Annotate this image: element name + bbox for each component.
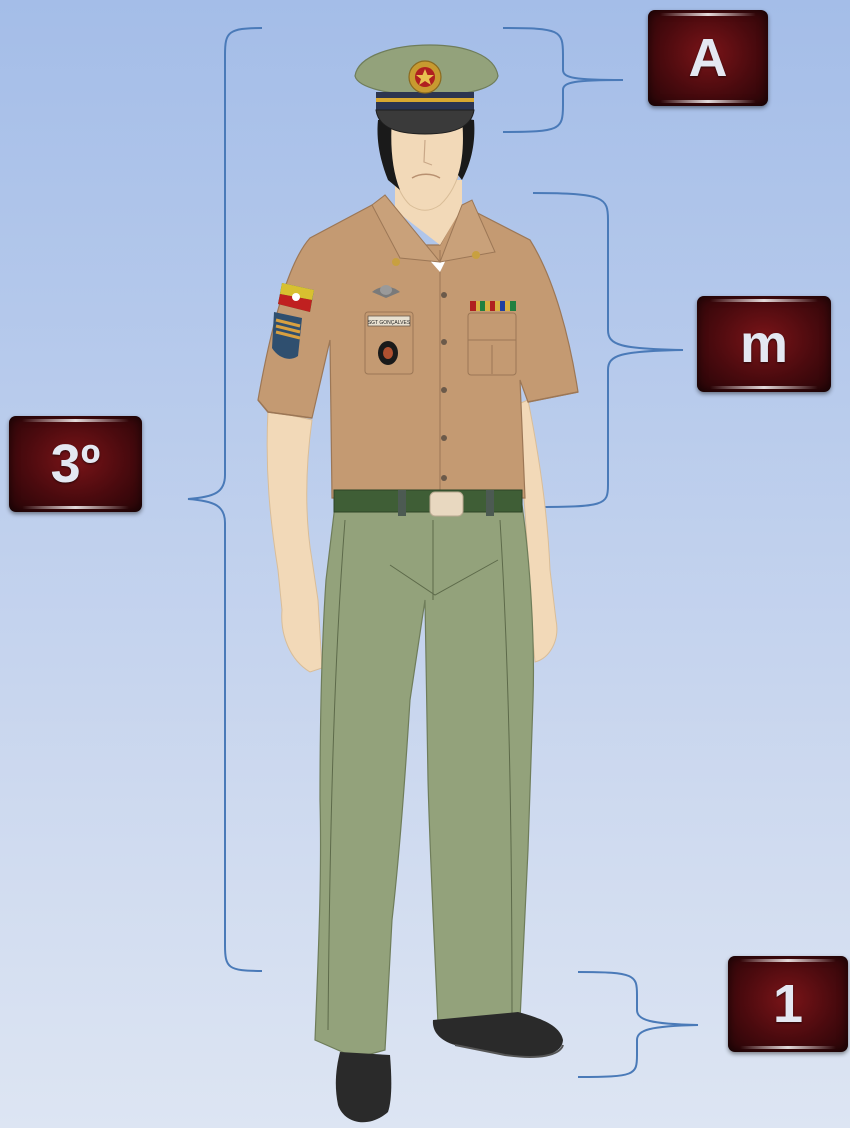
label-cap-text: A [688, 28, 728, 88]
belt-keeper-left [398, 490, 406, 516]
bracket-full-uniform [187, 27, 263, 972]
cap-gold-cord [376, 98, 474, 102]
belt [333, 489, 523, 513]
left-shoe [335, 1052, 392, 1123]
label-box-shoes: 1 [728, 956, 848, 1052]
label-box-cap: A [648, 10, 768, 106]
cap-visor [375, 109, 475, 135]
right-shoe [432, 1012, 563, 1057]
trousers [314, 504, 535, 1059]
face-nose [423, 139, 433, 166]
left-arm [266, 409, 323, 673]
trouser-crease-right [499, 519, 513, 1016]
left-collar-insignia [392, 258, 400, 266]
right-pocket [467, 312, 517, 376]
right-pocket-flap [468, 339, 516, 374]
state-flag-patch-icon [278, 283, 314, 312]
bracket-cap [502, 27, 624, 133]
shirt [257, 204, 579, 499]
label-box-full-uniform: 3º [9, 416, 142, 512]
parachute-wings-icon [372, 285, 400, 298]
belt-keeper-right [486, 490, 494, 516]
name-tag-text: SGT GONÇALVES [368, 320, 411, 326]
ribbon-bar-icon [470, 301, 516, 311]
label-shirt-text: m [739, 314, 788, 374]
hair-right [458, 118, 475, 180]
right-collar [439, 199, 496, 263]
unit-emblem-icon [378, 341, 398, 365]
name-tag [367, 315, 411, 327]
left-sleeve-edge [257, 399, 313, 419]
bracket-shirt [532, 192, 684, 508]
right-collar-insignia [472, 251, 480, 259]
soldier-figure: SGT GONÇALVES [257, 44, 579, 1123]
right-shoe-sole [454, 1044, 564, 1058]
bracket-shoes [577, 971, 699, 1078]
trouser-crease-left [327, 519, 346, 1031]
sergeant-chevrons-icon [272, 312, 302, 359]
label-shoes-text: 1 [772, 974, 804, 1034]
right-sleeve-edge [527, 391, 579, 403]
trouser-fly [389, 520, 499, 600]
cap-badge-icon [408, 60, 442, 94]
label-box-shirt: m [697, 296, 831, 392]
face-mouth [411, 173, 441, 179]
bracket-lines [187, 27, 699, 1078]
shirt-buttons [441, 292, 447, 481]
label-full-uniform-text: 3º [50, 434, 101, 494]
hair-left [377, 118, 400, 190]
belt-buckle [429, 491, 464, 517]
